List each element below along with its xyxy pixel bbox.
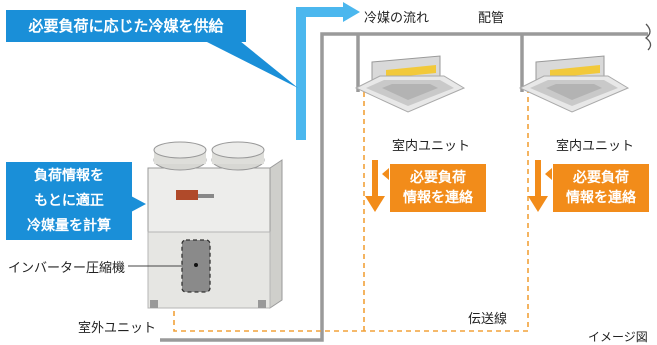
pipe-break-icon [644, 23, 652, 51]
down-arrow-2-icon [528, 160, 548, 212]
label-refrigerant-flow: 冷媒の流れ [364, 11, 430, 26]
label-piping: 配管 [478, 11, 505, 26]
label-indoor-unit-1: 室内ユニット [392, 139, 471, 154]
indoor-unit-1-illustration [354, 55, 466, 113]
label-inverter-compressor: インバーター圧縮機 [8, 261, 126, 276]
label-signal-line: 伝送線 [468, 312, 508, 327]
callout-left-line-3: 冷媒量を計算 [27, 218, 111, 234]
outdoor-unit-illustration [147, 141, 283, 309]
refrigerant-flow-arrow [296, 2, 360, 140]
refrigerant-piping [160, 32, 648, 342]
info-box-indoor-2: 必要負荷 情報を連絡 [553, 164, 649, 212]
callout-left-line-1: 負荷情報を [34, 168, 104, 184]
info-pointer-2 [545, 168, 552, 180]
label-indoor-unit-2: 室内ユニット [556, 139, 635, 154]
info-box-indoor-1: 必要負荷 情報を連絡 [390, 164, 486, 212]
pipe-main-loop [160, 32, 648, 342]
info-box-1-line-2: 情報を連絡 [403, 190, 473, 206]
info-box-2-line-2: 情報を連絡 [566, 190, 636, 206]
label-outdoor-unit: 室外ユニット [78, 321, 157, 336]
label-image-note: イメージ図 [588, 330, 648, 344]
callout-pointer [205, 41, 298, 88]
callout-left-line-2: もとに適正 [34, 193, 104, 209]
info-box-1-line-1: 必要負荷 [410, 170, 466, 186]
indoor-unit-2-illustration [518, 55, 630, 113]
info-pointer-1 [382, 168, 389, 180]
info-box-2-line-1: 必要負荷 [573, 170, 629, 186]
down-arrow-1-icon [365, 160, 385, 212]
callout-calc-refrigerant: 負荷情報を もとに適正 冷媒量を計算 [6, 162, 132, 240]
callout-supply-refrigerant: 必要負荷に応じた冷媒を供給 [6, 10, 246, 42]
left-callout-pointer [131, 196, 146, 212]
